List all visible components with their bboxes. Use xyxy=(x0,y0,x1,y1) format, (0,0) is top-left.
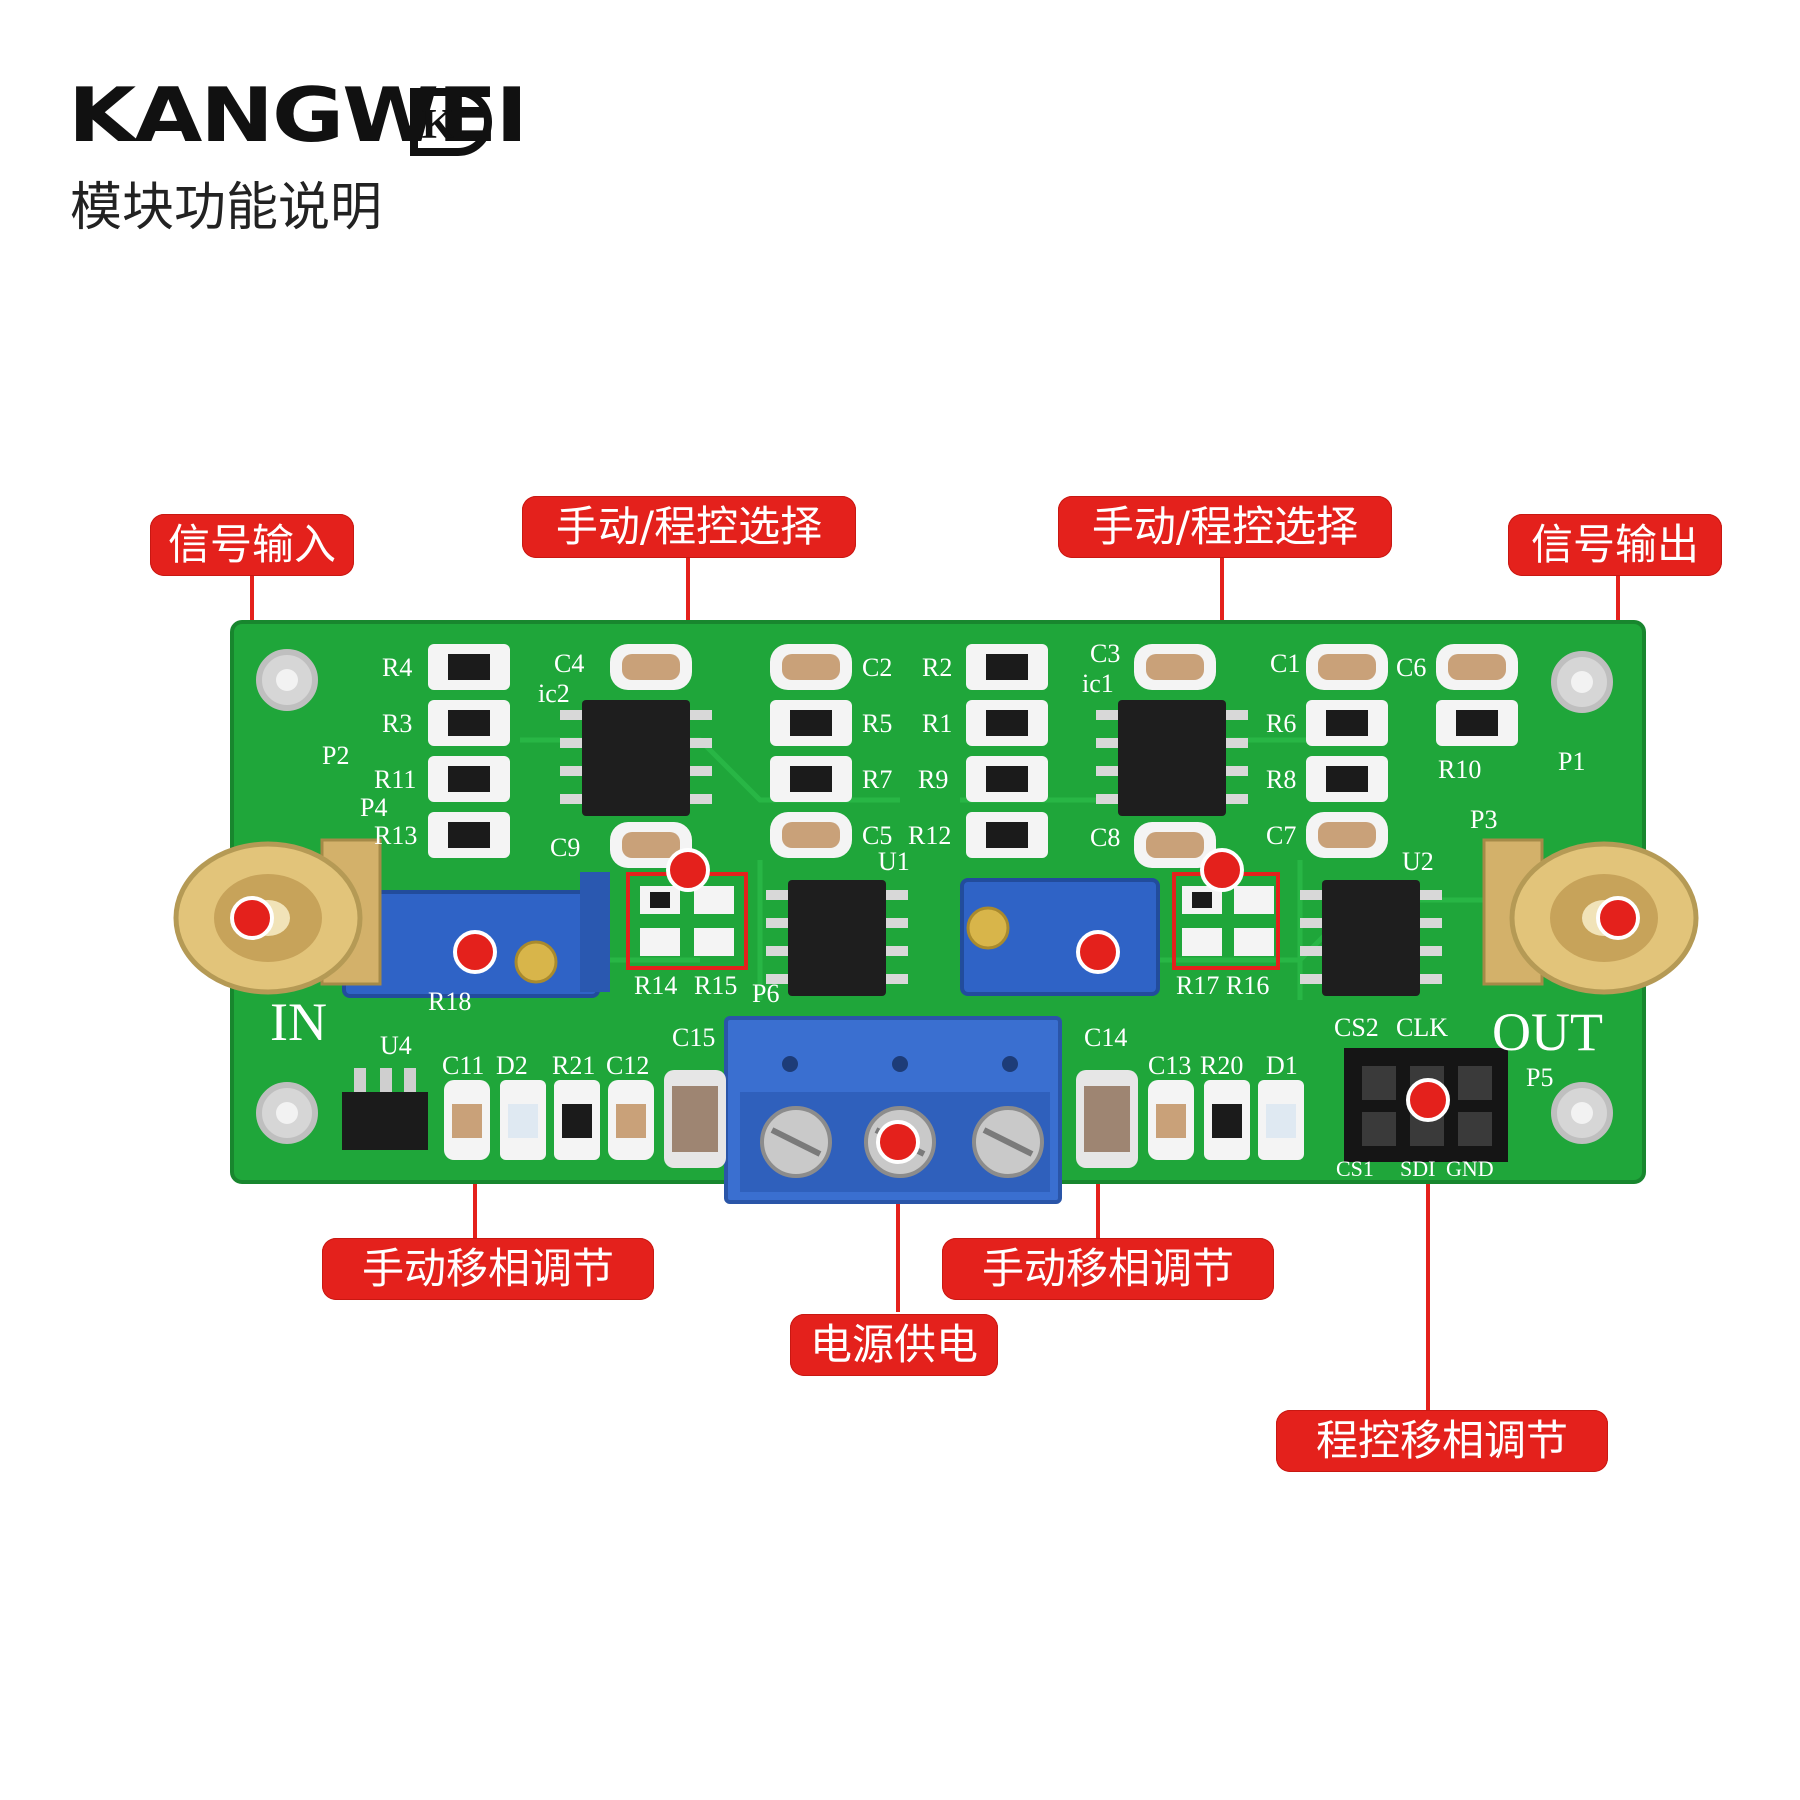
page-subtitle: 模块功能说明 xyxy=(70,178,383,238)
power-terminal-block xyxy=(724,1016,1062,1204)
silk-c7: C7 xyxy=(1266,821,1296,850)
silk-c5: C5 xyxy=(862,821,892,850)
silk-p3: P3 xyxy=(1470,805,1497,834)
silk-r16: R16 xyxy=(1226,971,1269,1000)
silk-d2: D2 xyxy=(496,1051,528,1080)
callout-select-right: 手动/程控选择 xyxy=(1058,496,1392,558)
silk-r2: R2 xyxy=(922,653,952,682)
silk-c14: C14 xyxy=(1084,1023,1127,1052)
silk-c2: C2 xyxy=(862,653,892,682)
bottom-components xyxy=(342,1068,1304,1168)
silk-r13: R13 xyxy=(374,821,417,850)
silk-r20: R20 xyxy=(1200,1051,1243,1080)
callout-manual-phase-left: 手动移相调节 xyxy=(322,1238,654,1300)
brand-k-icon: K xyxy=(410,88,492,156)
silk-cs1: CS1 xyxy=(1336,1156,1374,1181)
silk-r11: R11 xyxy=(374,765,416,794)
silk-p2: P2 xyxy=(322,741,349,770)
silk-c8: C8 xyxy=(1090,823,1120,852)
silk-c1: C1 xyxy=(1270,649,1300,678)
silk-c13: C13 xyxy=(1148,1051,1191,1080)
silk-ic2: ic2 xyxy=(538,679,570,708)
callout-power-supply: 电源供电 xyxy=(790,1314,998,1376)
silk-ic1: ic1 xyxy=(1082,669,1114,698)
silk-gnd: GND xyxy=(1446,1156,1494,1181)
silk-r8: R8 xyxy=(1266,765,1296,794)
callout-manual-phase-right: 手动移相调节 xyxy=(942,1238,1274,1300)
silk-u1: U1 xyxy=(878,847,910,876)
silk-r3: R3 xyxy=(382,709,412,738)
silk-sdi: SDI xyxy=(1400,1156,1435,1181)
silk-r1: R1 xyxy=(922,709,952,738)
silk-r5: R5 xyxy=(862,709,892,738)
silk-c9: C9 xyxy=(550,833,580,862)
op-amp-chips xyxy=(560,700,1442,996)
silk-r14: R14 xyxy=(634,971,677,1000)
silk-c15: C15 xyxy=(672,1023,715,1052)
silk-c4: C4 xyxy=(554,649,584,678)
silk-c3: C3 xyxy=(1090,639,1120,668)
silk-cs2: CS2 xyxy=(1334,1013,1379,1042)
silk-r15: R15 xyxy=(694,971,737,1000)
silk-out: OUT xyxy=(1492,1002,1603,1062)
silk-r6: R6 xyxy=(1266,709,1296,738)
silk-r17: R17 xyxy=(1176,971,1219,1000)
silk-c11: C11 xyxy=(442,1051,484,1080)
callout-select-left: 手动/程控选择 xyxy=(522,496,856,558)
silk-r21: R21 xyxy=(552,1051,595,1080)
silk-p4: P4 xyxy=(360,793,387,822)
silk-r7: R7 xyxy=(862,765,892,794)
silk-r12: R12 xyxy=(908,821,951,850)
silk-c12: C12 xyxy=(606,1051,649,1080)
silk-p1: P1 xyxy=(1558,747,1585,776)
callout-signal-output: 信号输出 xyxy=(1508,514,1722,576)
mounting-holes xyxy=(256,649,1613,1144)
silk-p5: P5 xyxy=(1526,1063,1553,1092)
silk-c6: C6 xyxy=(1396,653,1426,682)
silk-p6: P6 xyxy=(752,979,779,1008)
callout-signal-input: 信号输入 xyxy=(150,514,354,576)
silkscreen-labels: IN OUT R4 R3 R11 R13 C4 ic2 C9 C2 R5 R7 … xyxy=(270,639,1603,1181)
callout-dots xyxy=(230,848,1640,1164)
silk-r9: R9 xyxy=(918,765,948,794)
silk-d1: D1 xyxy=(1266,1051,1298,1080)
silk-u4: U4 xyxy=(380,1031,412,1060)
silk-clk: CLK xyxy=(1396,1013,1448,1042)
silk-r10: R10 xyxy=(1438,755,1481,784)
smd-components xyxy=(428,644,1518,868)
silk-u2: U2 xyxy=(1402,847,1434,876)
silk-in: IN xyxy=(270,992,327,1052)
silk-r18: R18 xyxy=(428,987,471,1016)
callout-program-phase: 程控移相调节 xyxy=(1276,1410,1608,1472)
silk-r4: R4 xyxy=(382,653,412,682)
brand-k-letter: K xyxy=(422,102,455,148)
